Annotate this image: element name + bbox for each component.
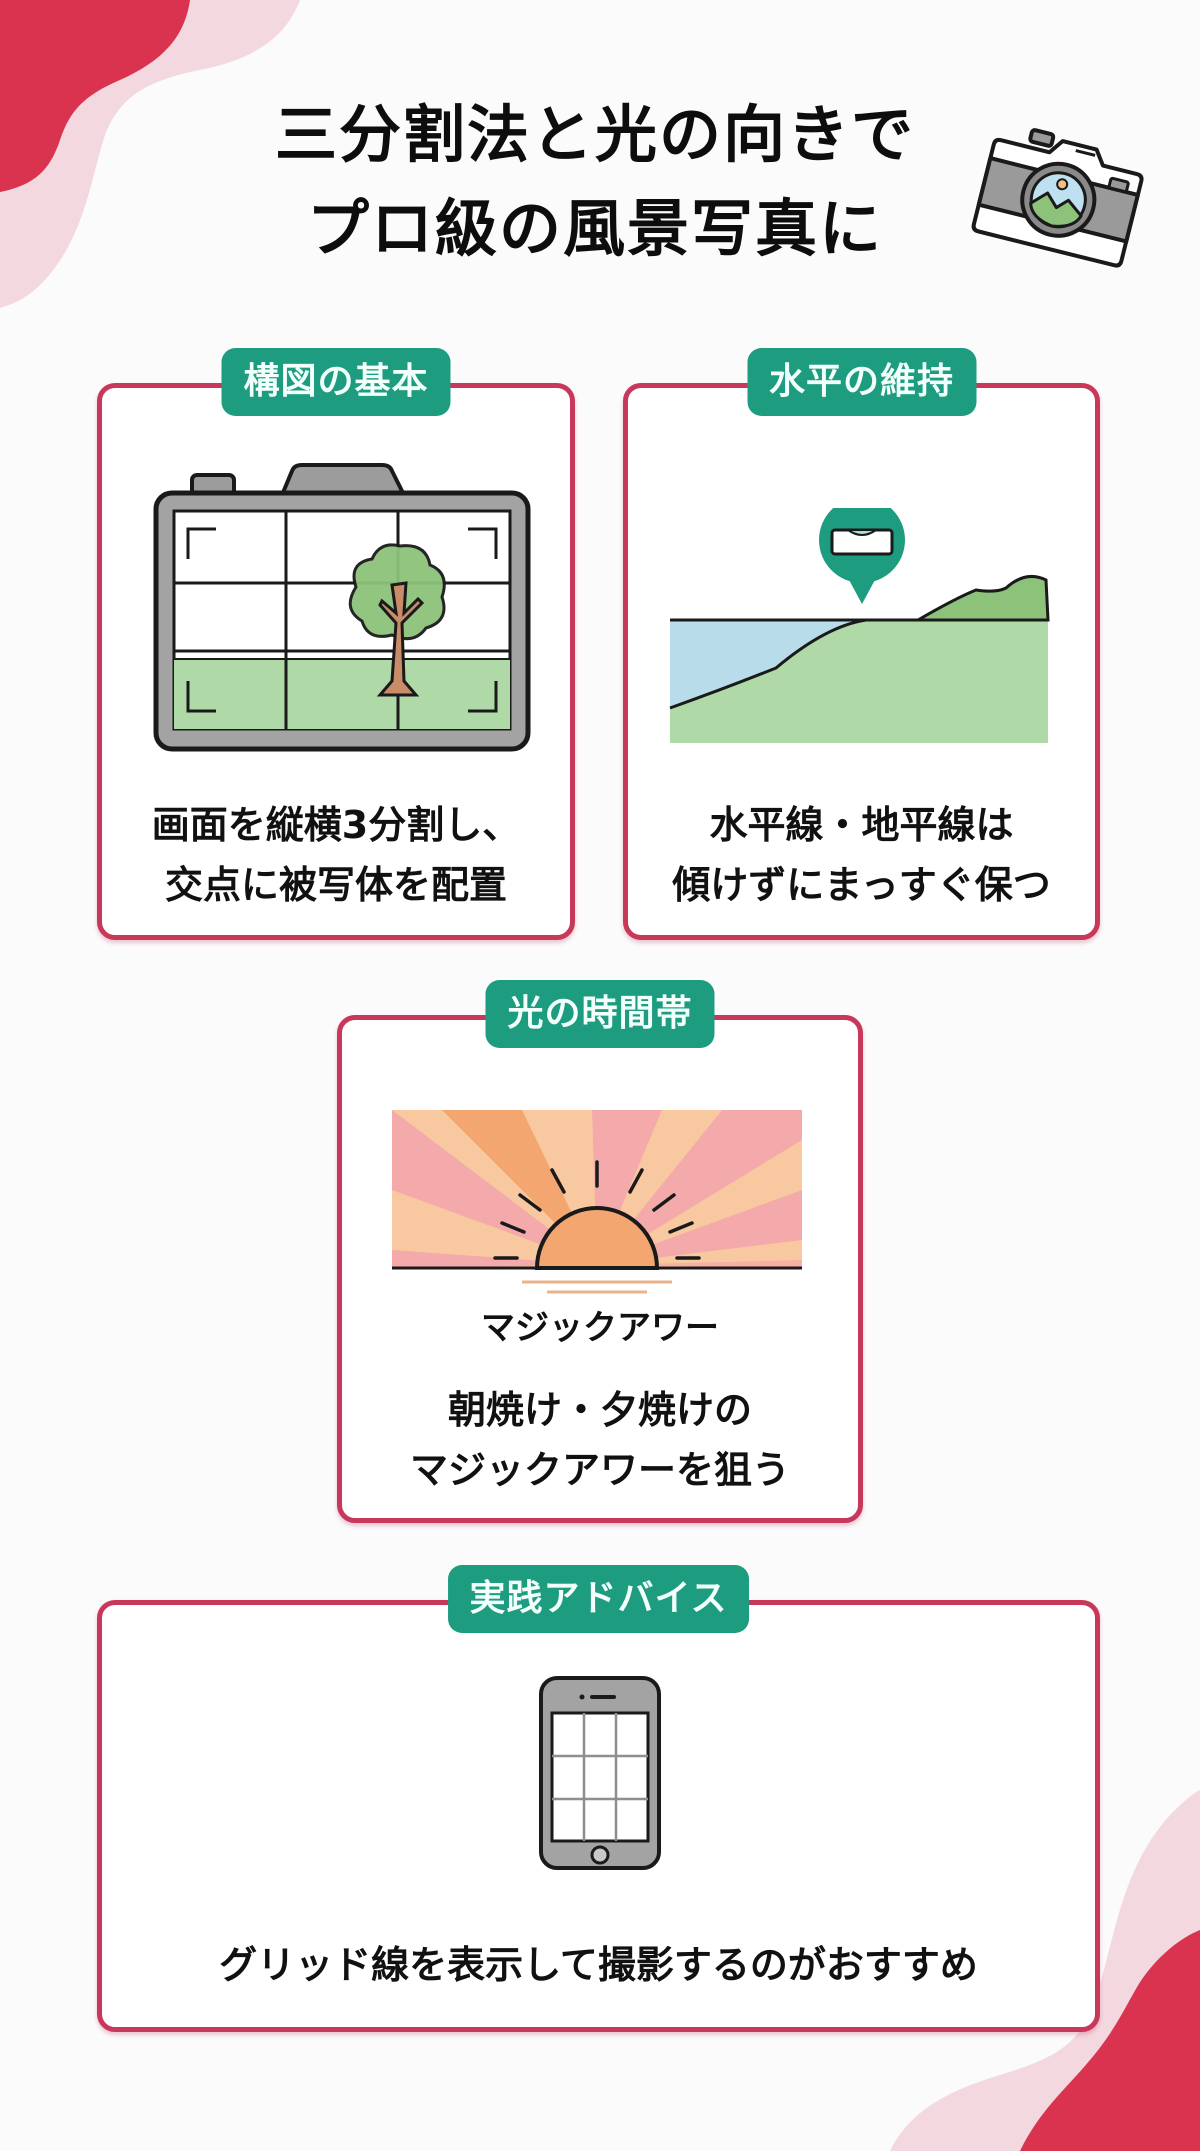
magic-hour-label: マジックアワー xyxy=(481,1308,719,1348)
caption-line-1: グリッド線を表示して撮影するのがおすすめ xyxy=(219,1943,978,1987)
camera-grid-tree-icon xyxy=(153,463,531,752)
card-caption: 朝焼け・夕焼けの マジックアワーを狙う xyxy=(342,1380,858,1500)
card-caption: 水平線・地平線は 傾けずにまっすぐ保つ xyxy=(628,795,1095,915)
caption-line-2: 交点に被写体を配置 xyxy=(164,863,507,907)
card-tag: 構図の基本 xyxy=(221,348,451,416)
card-tag: 水平の維持 xyxy=(746,348,977,416)
title-line-2: プロ級の風景写真に xyxy=(306,192,883,265)
card-keep-level: 水平の維持 水平線・地平線は 傾けずにまっすぐ保つ xyxy=(623,348,1100,940)
card-tag: 光の時間帯 xyxy=(485,980,715,1048)
card-caption: 画面を縦横3分割し、 交点に被写体を配置 xyxy=(102,795,570,915)
card-caption: グリッド線を表示して撮影するのがおすすめ xyxy=(102,1935,1095,1995)
card-composition-basics: 構図の基本 画面を縦横3分割し、 交点に被写体を配置 xyxy=(97,348,575,940)
caption-line-1: 画面を縦横3分割し、 xyxy=(151,803,521,847)
caption-line-1: 朝焼け・夕焼けの xyxy=(447,1388,752,1432)
caption-line-2: 傾けずにまっすぐ保つ xyxy=(672,863,1051,907)
camera-icon xyxy=(971,128,1144,268)
sunset-icon xyxy=(392,1110,802,1294)
smartphone-grid-icon xyxy=(539,1676,661,1870)
card-tag: 実践アドバイス xyxy=(447,1565,750,1633)
card-practical-advice: 実践アドバイス グリッド線を表示して撮影するのがおすすめ xyxy=(97,1565,1100,2032)
caption-line-2: マジックアワーを狙う xyxy=(409,1448,790,1492)
title-line-1: 三分割法と光の向きで xyxy=(274,98,915,171)
card-light-time: 光の時間帯 マジックアワー 朝焼け・夕焼けの マジックアワーを狙う xyxy=(337,980,863,1523)
page-title: 三分割法と光の向きで プロ級の風景写真に xyxy=(200,88,990,276)
caption-line-1: 水平線・地平線は xyxy=(709,803,1014,847)
horizon-level-icon xyxy=(669,508,1050,743)
